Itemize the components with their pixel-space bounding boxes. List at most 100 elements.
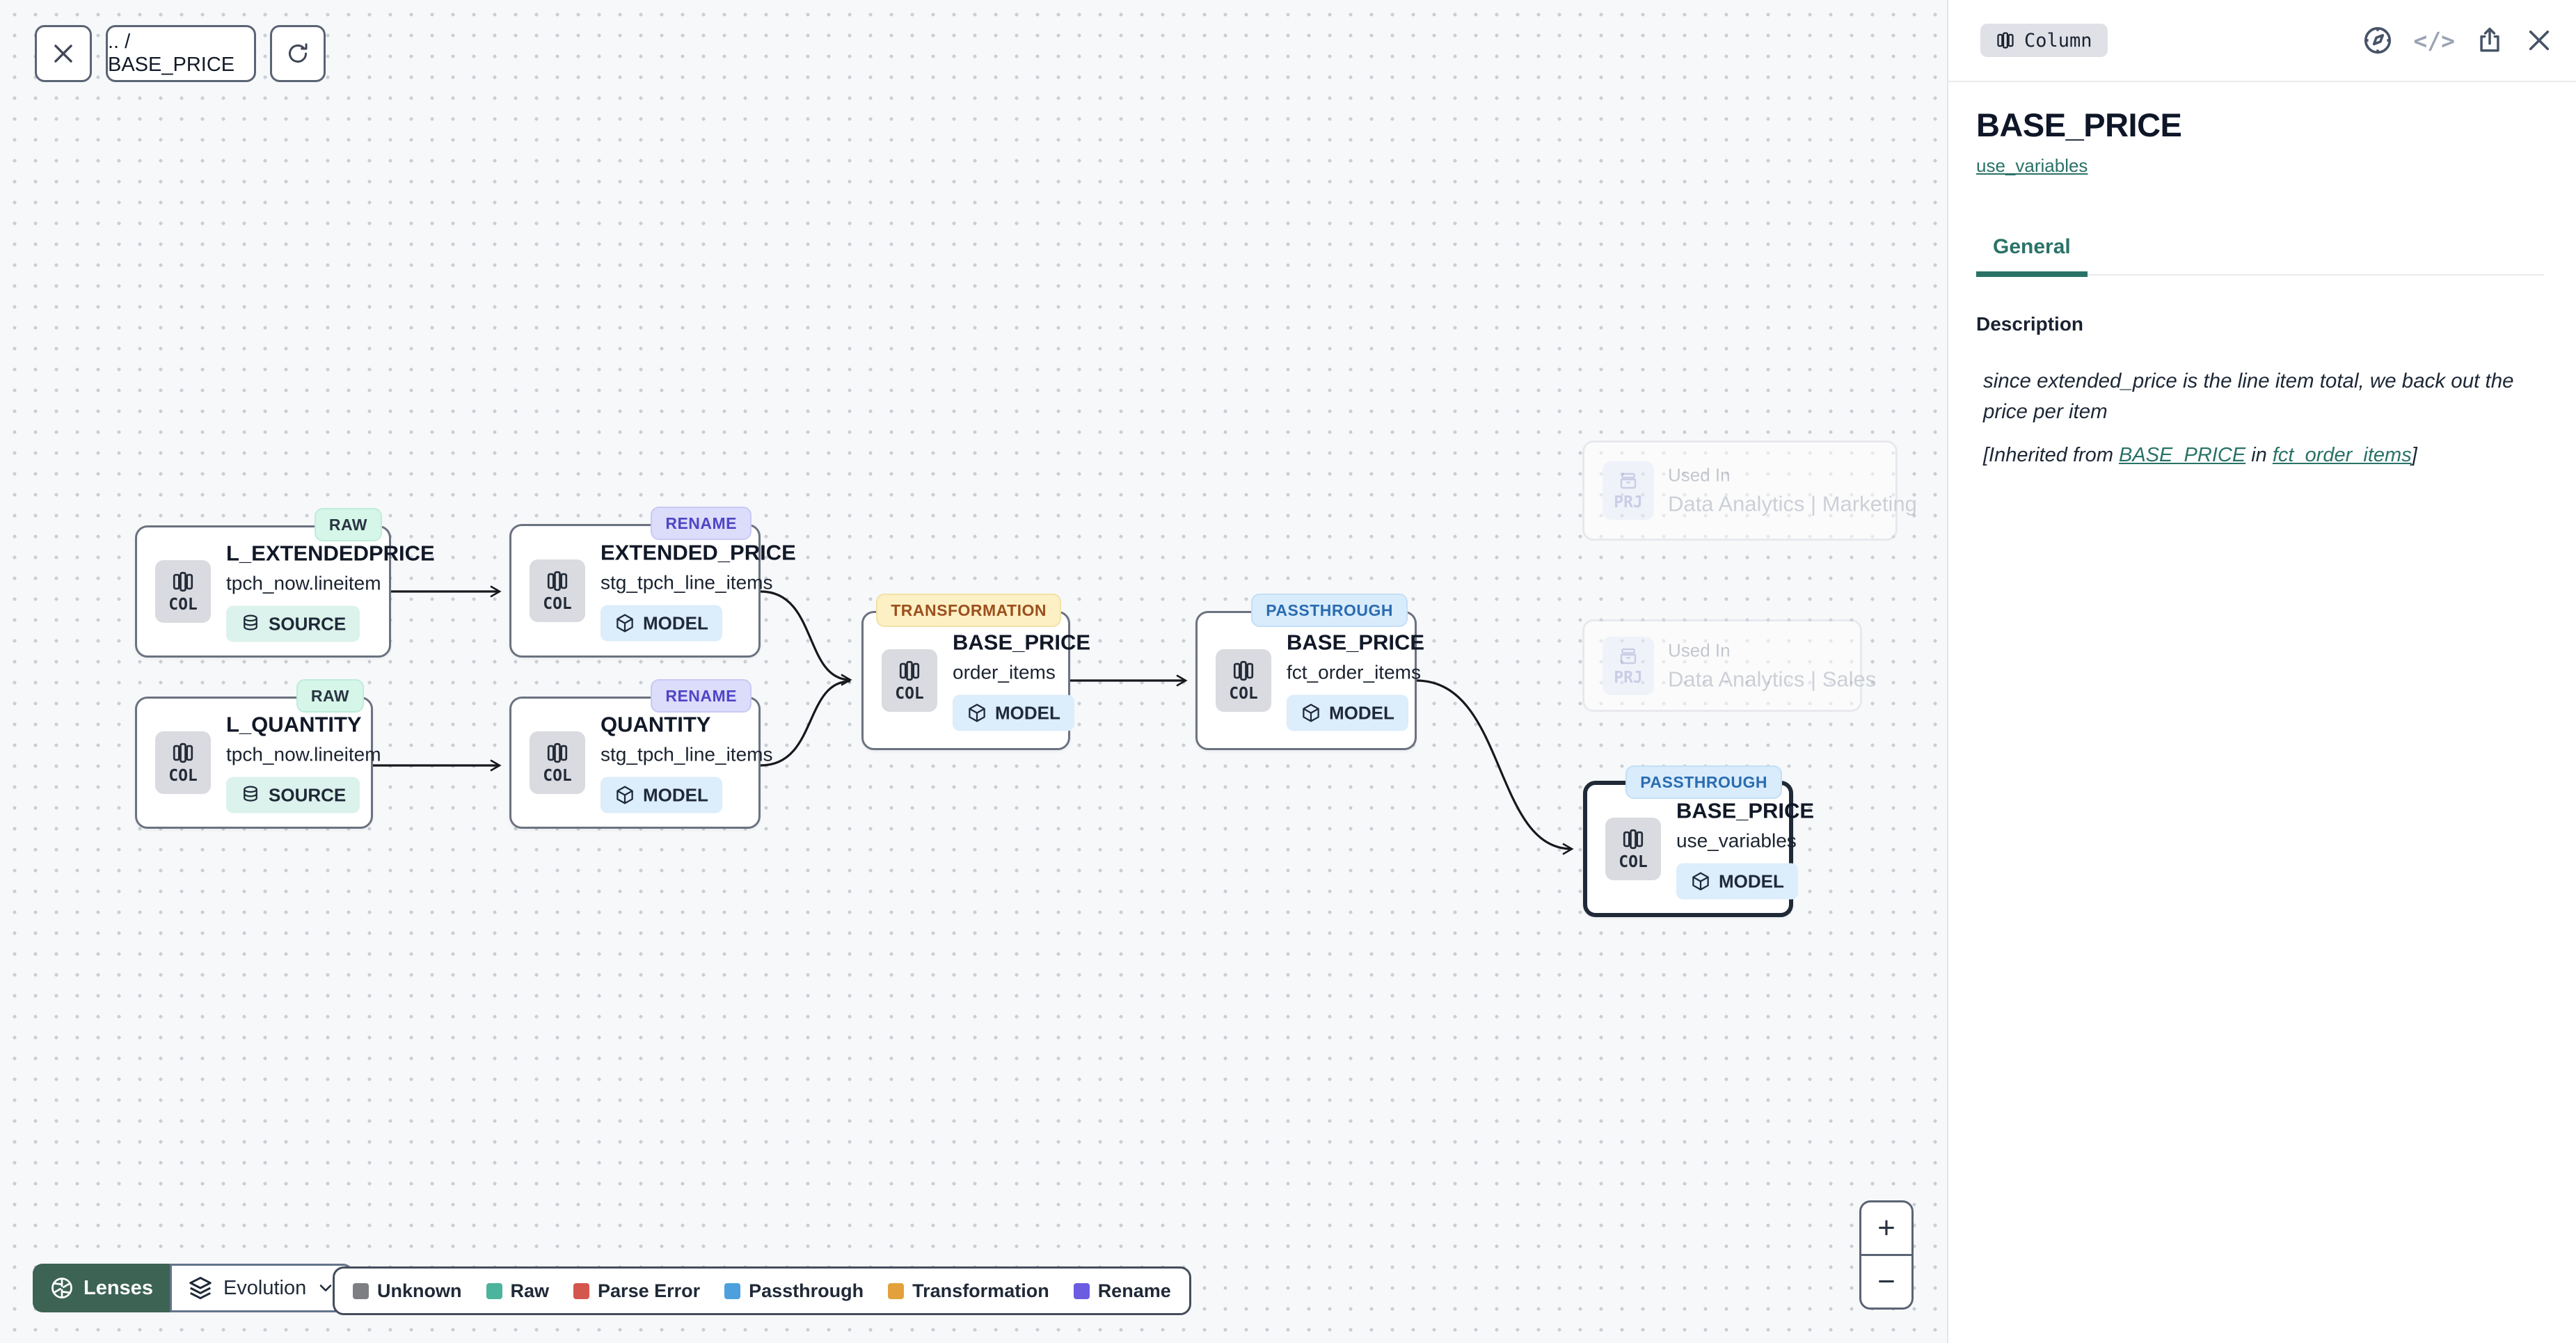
lineage-node-base-price-fct-order-items[interactable]: PASSTHROUGH COL BASE_PRICE fct_order_ite…	[1195, 594, 1424, 750]
kind-label: COL	[1619, 852, 1648, 871]
kind-label: COL	[168, 595, 198, 614]
model-link[interactable]: use_variables	[1976, 155, 2088, 176]
legend-swatch	[724, 1282, 741, 1299]
lineage-node-base-price-order-items[interactable]: TRANSFORMATION COL BASE_PRICE order_item…	[861, 594, 1090, 750]
columns-icon	[1232, 659, 1255, 683]
column-kind-box: COL	[530, 731, 585, 794]
tab-general[interactable]: General	[1976, 235, 2088, 277]
column-kind-box: COL	[882, 649, 937, 712]
project-kind-box: PRJ	[1603, 636, 1654, 695]
details-panel: Column </> BASE_PRICE use_variables Gene…	[1947, 0, 2576, 1343]
node-title: QUANTITY	[601, 712, 711, 737]
legend-item-transformation: Transformation	[888, 1280, 1049, 1302]
resource-label: MODEL	[1329, 702, 1394, 723]
column-kind-box: COL	[1216, 649, 1271, 712]
used-in-name: Data Analytics | Sales	[1668, 667, 1877, 691]
zoom-out-button[interactable]: −	[1877, 1264, 1895, 1298]
legend-swatch	[353, 1282, 369, 1299]
lineage-legend: Unknown Raw Parse Error Passthrough Tran…	[333, 1266, 1191, 1315]
node-resource-badge: MODEL	[953, 694, 1074, 731]
lenses-button[interactable]: Lenses	[33, 1264, 170, 1312]
aperture-icon	[49, 1276, 74, 1301]
share-button[interactable]	[2474, 25, 2505, 56]
legend-swatch	[1073, 1282, 1090, 1299]
lens-mode-dropdown[interactable]: Evolution	[169, 1264, 353, 1312]
cube-icon	[1301, 703, 1321, 724]
breadcrumb-label: .. / BASE_PRICE	[108, 31, 235, 76]
close-lineage-button[interactable]	[35, 25, 92, 82]
lineage-node-quantity[interactable]: RENAME COL QUANTITY stg_tpch_line_items …	[509, 679, 772, 829]
database-icon	[240, 614, 261, 635]
kind-label: COL	[543, 766, 572, 785]
node-resource-badge: MODEL	[601, 605, 722, 642]
description-heading: Description	[1976, 313, 2084, 335]
cube-icon	[1690, 871, 1711, 892]
zoom-controls: + −	[1859, 1200, 1914, 1310]
used-in-label: Used In	[1668, 639, 1731, 660]
resource-label: MODEL	[643, 612, 708, 633]
legend-label: Raw	[510, 1280, 550, 1301]
lineage-canvas[interactable]: PRJ Used In Data Analytics | Marketing P…	[0, 0, 1948, 1343]
node-subtitle: tpch_now.lineitem	[226, 572, 381, 594]
node-subtitle: tpch_now.lineitem	[226, 743, 381, 765]
breadcrumb[interactable]: .. / BASE_PRICE	[106, 25, 256, 82]
close-panel-button[interactable]	[2525, 26, 2554, 55]
columns-icon	[171, 741, 195, 765]
lens-mode-label: Evolution	[223, 1276, 307, 1299]
column-kind-box: COL	[155, 560, 211, 623]
column-kind-box: COL	[155, 731, 211, 794]
lineage-type-badge: TRANSFORMATION	[876, 594, 1061, 627]
refresh-icon	[285, 40, 311, 67]
description-inherited: [Inherited from BASE_PRICE in fct_order_…	[1983, 444, 2544, 467]
node-resource-badge: MODEL	[1676, 863, 1798, 900]
panel-tabs: General	[1976, 235, 2544, 277]
node-resource-badge: MODEL	[1287, 694, 1408, 731]
archive-icon	[1617, 470, 1639, 492]
columns-icon	[546, 569, 569, 593]
node-subtitle: order_items	[953, 661, 1056, 683]
columns-icon	[171, 570, 195, 594]
kind-label: PRJ	[1614, 668, 1643, 687]
refresh-button[interactable]	[270, 25, 326, 82]
legend-label: Transformation	[912, 1280, 1049, 1301]
panel-title: BASE_PRICE	[1976, 106, 2182, 143]
kind-label: COL	[168, 766, 198, 785]
lineage-node-l-quantity[interactable]: RAW COL L_QUANTITY tpch_now.lineitem SOU…	[135, 679, 381, 829]
inherited-model-link[interactable]: fct_order_items	[2272, 444, 2412, 466]
lineage-node-base-price-use-variables[interactable]: PASSTHROUGH COL BASE_PRICE use_variables…	[1583, 765, 1814, 917]
lineage-node-extended-price[interactable]: RENAME COL EXTENDED_PRICE stg_tpch_line_…	[509, 507, 796, 658]
node-resource-badge: MODEL	[601, 777, 722, 813]
node-title: L_QUANTITY	[226, 712, 362, 737]
node-title: BASE_PRICE	[1676, 798, 1815, 823]
entity-type-label: Column	[2024, 29, 2092, 51]
node-subtitle: fct_order_items	[1287, 661, 1421, 683]
lineage-type-badge: RAW	[314, 508, 382, 541]
column-kind-box: COL	[530, 559, 585, 622]
kind-label: PRJ	[1614, 493, 1643, 511]
legend-label: Unknown	[377, 1280, 462, 1301]
lenses-label: Lenses	[84, 1276, 153, 1299]
open-in-lineage-button[interactable]	[2362, 24, 2394, 56]
resource-label: MODEL	[995, 702, 1060, 723]
used-in-node: PRJ Used In Data Analytics | Marketing	[1582, 440, 1917, 541]
close-icon	[50, 40, 77, 67]
zoom-in-button[interactable]: +	[1861, 1202, 1911, 1256]
legend-item-parse-error: Parse Error	[573, 1280, 700, 1302]
lineage-edges	[373, 585, 1574, 855]
legend-item-rename: Rename	[1073, 1280, 1171, 1302]
entity-type-chip: Column	[1980, 24, 2108, 57]
inherited-prefix: [Inherited from	[1983, 444, 2120, 466]
cube-icon	[967, 703, 987, 724]
lineage-node-l-extendedprice[interactable]: RAW COL L_EXTENDEDPRICE tpch_now.lineite…	[135, 508, 435, 658]
node-title: BASE_PRICE	[953, 630, 1091, 655]
resource-label: MODEL	[643, 784, 708, 805]
stack-icon	[187, 1275, 214, 1301]
node-title: L_EXTENDEDPRICE	[226, 541, 435, 566]
legend-label: Rename	[1097, 1280, 1171, 1301]
view-code-button[interactable]: </>	[2413, 26, 2455, 54]
inherited-suffix: ]	[2411, 444, 2417, 466]
kind-label: COL	[895, 684, 924, 703]
inherited-column-link[interactable]: BASE_PRICE	[2119, 444, 2246, 466]
resource-label: SOURCE	[269, 613, 347, 634]
used-in-label: Used In	[1668, 464, 1731, 486]
